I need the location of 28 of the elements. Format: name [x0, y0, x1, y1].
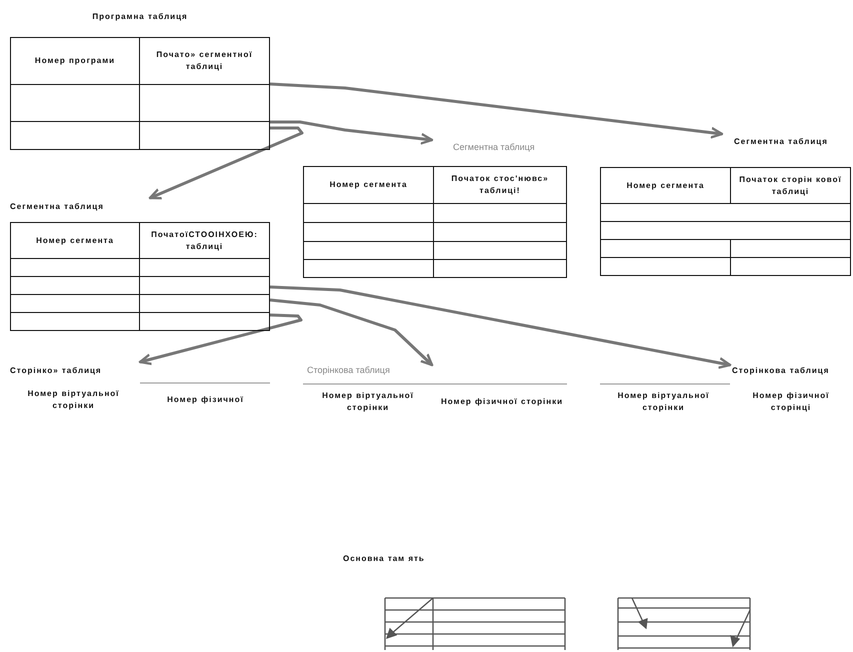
arrow [138, 314, 302, 366]
table-title: Сегментна таблиця [453, 142, 536, 152]
column-header: Номер сегмента [10, 222, 140, 259]
table-title: Сторінкова таблиця [732, 366, 830, 375]
column-header: Номер сегмента [303, 166, 434, 204]
arrow [148, 126, 304, 200]
column-header: Початок сторін кової таблиці [730, 167, 851, 204]
column-header: Номер віртуальної сторінки [616, 390, 710, 414]
column-header: ПочатоїСТООІНХОЕЮ: таблиці [139, 222, 270, 259]
table-title: Сторінко» таблиця [10, 366, 103, 375]
arrow [270, 298, 434, 366]
table-title: Сегментна таблиця [734, 137, 829, 146]
column-header: Початок стос'нювс» таблиці! [433, 166, 567, 204]
arrow [270, 82, 724, 139]
table-title: Сегментна таблиця [10, 202, 105, 211]
column-header: Номер фізичної [166, 394, 245, 406]
column-header: Номер віртуальної сторінки [321, 390, 415, 414]
column-header: Номер фізичної сторінки [440, 396, 564, 408]
table-title: Програмна таблиця [91, 12, 189, 21]
table-title: Сторінкова таблиця [307, 365, 391, 375]
column-header: Почато» сегментної таблиці [139, 37, 270, 85]
table-title: Основна там ять [343, 554, 426, 563]
arrow [270, 120, 434, 145]
column-header: Номер програми [10, 37, 140, 85]
column-header: Номер фізичної сторінці [752, 390, 830, 414]
column-header: Номер віртуальної сторінки [26, 388, 120, 412]
column-header: Номер сегмента [600, 167, 731, 204]
arrow [270, 286, 732, 369]
